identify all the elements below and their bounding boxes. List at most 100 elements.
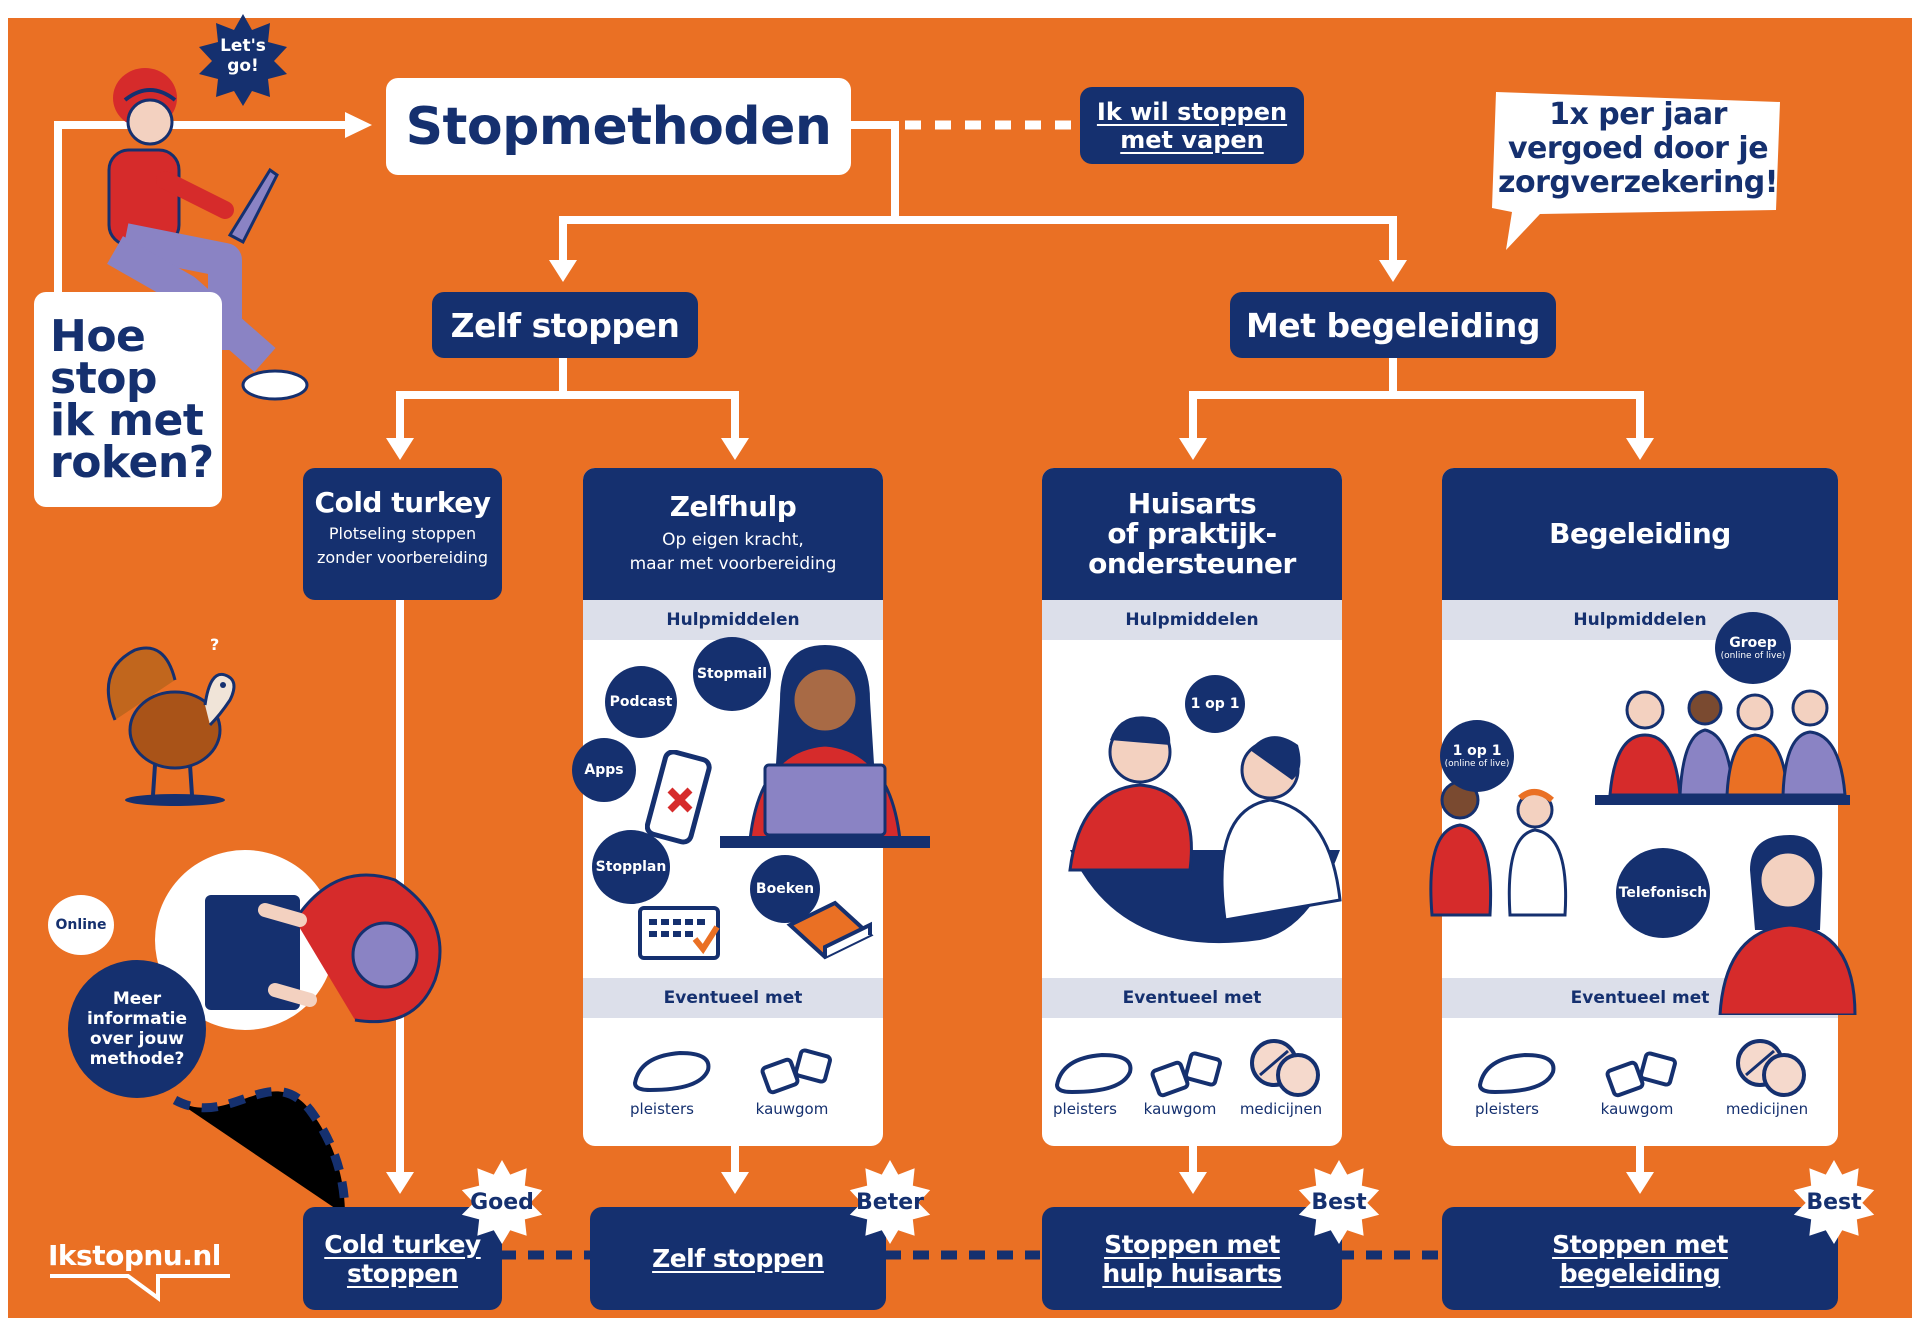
books-bubble: Boeken bbox=[750, 855, 820, 923]
gp-maybe-header: Eventueel met bbox=[1042, 978, 1342, 1018]
vape-link[interactable]: Ik wil stoppen met vapen bbox=[1080, 87, 1304, 164]
brand-logo[interactable]: Ikstopnu.nl bbox=[48, 1240, 238, 1310]
phone-app-icon bbox=[645, 750, 712, 845]
lets-go-badge: Let's go! bbox=[197, 14, 289, 106]
cold-turkey-card: Cold turkey Plotseling stoppen zonder vo… bbox=[303, 468, 502, 600]
self-help-plasters-label: pleisters bbox=[630, 1100, 694, 1118]
insurance-line-1: 1x per jaar bbox=[1549, 97, 1727, 132]
more-info-line-3: over jouw bbox=[90, 1029, 184, 1049]
guidance-meds-label: medicijnen bbox=[1725, 1100, 1809, 1118]
outcome-cold-turkey[interactable]: Cold turkey stoppen bbox=[303, 1207, 502, 1310]
question-line-4: roken? bbox=[50, 437, 214, 488]
self-help-maybe-header: Eventueel met bbox=[583, 978, 883, 1018]
book-icon bbox=[786, 900, 874, 960]
doctor-consult-illustration bbox=[1068, 716, 1342, 944]
outcome-guided-line-1: Stoppen met bbox=[1552, 1229, 1728, 1259]
group-session-illustration bbox=[1595, 689, 1850, 805]
insurance-line-3: zorgverzekering! bbox=[1498, 165, 1778, 200]
cold-turkey-sub-2: zonder voorbereiding bbox=[316, 548, 489, 567]
two-people-consult-illustration bbox=[1429, 780, 1568, 917]
vape-link-line-2: met vapen bbox=[1120, 125, 1264, 154]
badge-best-gp-label: Best bbox=[1311, 1189, 1367, 1215]
insurance-callout: 1x per jaar vergoed door je zorgverzeker… bbox=[1488, 88, 1788, 258]
guidance-plasters-label: pleisters bbox=[1475, 1100, 1539, 1118]
insurance-line-2: vergoed door je bbox=[1507, 131, 1769, 166]
outcome-guided[interactable]: Stoppen met begeleiding bbox=[1442, 1207, 1838, 1310]
badge-best-guided: Best bbox=[1792, 1160, 1876, 1244]
person-typing-illustration bbox=[155, 850, 442, 1030]
badge-better: Beter bbox=[848, 1160, 932, 1244]
gum-icon bbox=[760, 1048, 832, 1095]
question-line-2: stop bbox=[50, 353, 157, 404]
turkey-illustration: ? bbox=[106, 635, 236, 806]
gp-plasters-label: pleisters bbox=[1053, 1100, 1117, 1118]
badge-best-gp: Best bbox=[1297, 1160, 1381, 1244]
brand-logo-text: Ikstopnu.nl bbox=[48, 1239, 221, 1272]
gp-aids-header: Hulpmiddelen bbox=[1042, 600, 1342, 640]
stopmail-bubble: Stopmail bbox=[693, 637, 771, 711]
gp-gum-label: kauwgom bbox=[1143, 1100, 1217, 1118]
svg-text:?: ? bbox=[210, 635, 219, 654]
branch-guided: Met begeleiding bbox=[1230, 292, 1556, 358]
stopplan-bubble: Stopplan bbox=[592, 830, 670, 904]
outcome-cold-turkey-line-1: Cold turkey bbox=[324, 1229, 481, 1259]
burst-icon bbox=[1793, 1160, 1875, 1244]
self-help-title: Zelfhulp bbox=[669, 490, 797, 523]
group-bubble: Groep (online of live) bbox=[1715, 612, 1791, 684]
gp-title-2: of praktijk- bbox=[1107, 517, 1277, 550]
self-help-aids-header: Hulpmiddelen bbox=[583, 600, 883, 640]
plaster-icon bbox=[632, 1050, 711, 1093]
badge-best-guided-label: Best bbox=[1806, 1189, 1862, 1215]
gum-icon bbox=[1605, 1051, 1677, 1098]
group-sub: (online of live) bbox=[1720, 651, 1786, 661]
self-help-gum-label: kauwgom bbox=[755, 1100, 829, 1118]
outcome-gp[interactable]: Stoppen met hulp huisarts bbox=[1042, 1207, 1342, 1310]
plaster-icon bbox=[1054, 1052, 1133, 1095]
guidance-title: Begeleiding bbox=[1549, 517, 1731, 550]
more-info-line-1: Meer bbox=[112, 989, 162, 1009]
vape-link-line-1: Ik wil stoppen bbox=[1096, 97, 1288, 126]
woman-phone-illustration bbox=[1718, 835, 1857, 1015]
plaster-icon bbox=[1477, 1052, 1556, 1095]
lets-go-line-1: Let's bbox=[220, 36, 266, 56]
self-help-sub-2: maar met voorbereiding bbox=[629, 554, 837, 574]
burst-icon bbox=[849, 1160, 931, 1244]
gp-meds-label: medicijnen bbox=[1239, 1100, 1323, 1118]
speech-bubble-shape bbox=[1492, 92, 1780, 250]
group-label: Groep bbox=[1729, 635, 1777, 651]
woman-laptop-illustration bbox=[107, 68, 309, 401]
outcome-gp-line-1: Stoppen met bbox=[1104, 1229, 1280, 1259]
apps-bubble: Apps bbox=[572, 738, 636, 802]
burst-icon bbox=[461, 1160, 543, 1244]
lets-go-line-2: go! bbox=[227, 56, 259, 76]
woman-computer-illustration bbox=[720, 645, 930, 848]
online-bubble: Online bbox=[48, 895, 114, 955]
logo-speech-tail-icon bbox=[50, 1274, 230, 1302]
cold-turkey-title: Cold turkey bbox=[314, 486, 491, 519]
outcome-self-stop[interactable]: Zelf stoppen bbox=[590, 1207, 886, 1310]
gp-title-3: ondersteuner bbox=[1088, 547, 1296, 580]
podcast-bubble: Podcast bbox=[605, 666, 677, 738]
gp-title-1: Huisarts bbox=[1127, 487, 1257, 520]
badge-good: Goed bbox=[460, 1160, 544, 1244]
question-card: Hoe stop ik met roken? bbox=[34, 292, 222, 507]
self-help-sub-1: Op eigen kracht, bbox=[662, 530, 804, 550]
badge-better-label: Beter bbox=[856, 1189, 924, 1215]
pill-icon bbox=[1736, 1039, 1806, 1097]
column-self-help: Zelfhulp Op eigen kracht, maar met voorb… bbox=[583, 468, 883, 1146]
gum-icon bbox=[1150, 1051, 1222, 1098]
pill-icon bbox=[1250, 1039, 1320, 1097]
calendar-icon bbox=[638, 906, 720, 960]
more-info-line-4: methode? bbox=[89, 1049, 185, 1069]
one-on-one-guided-bubble: 1 op 1 (online of live) bbox=[1440, 720, 1514, 792]
cold-turkey-sub-1: Plotseling stoppen bbox=[328, 524, 477, 543]
more-info-bubble[interactable]: Meer informatie over jouw methode? bbox=[68, 960, 206, 1098]
phone-bubble: Telefonisch bbox=[1616, 848, 1710, 938]
outcome-guided-line-2: begeleiding bbox=[1559, 1258, 1721, 1288]
burst-icon bbox=[199, 14, 287, 106]
page-title: Stopmethoden bbox=[386, 78, 851, 175]
one-on-one-guided-sub: (online of live) bbox=[1444, 759, 1510, 769]
more-info-line-2: informatie bbox=[86, 1009, 188, 1029]
one-on-one-guided-label: 1 op 1 bbox=[1452, 743, 1502, 759]
